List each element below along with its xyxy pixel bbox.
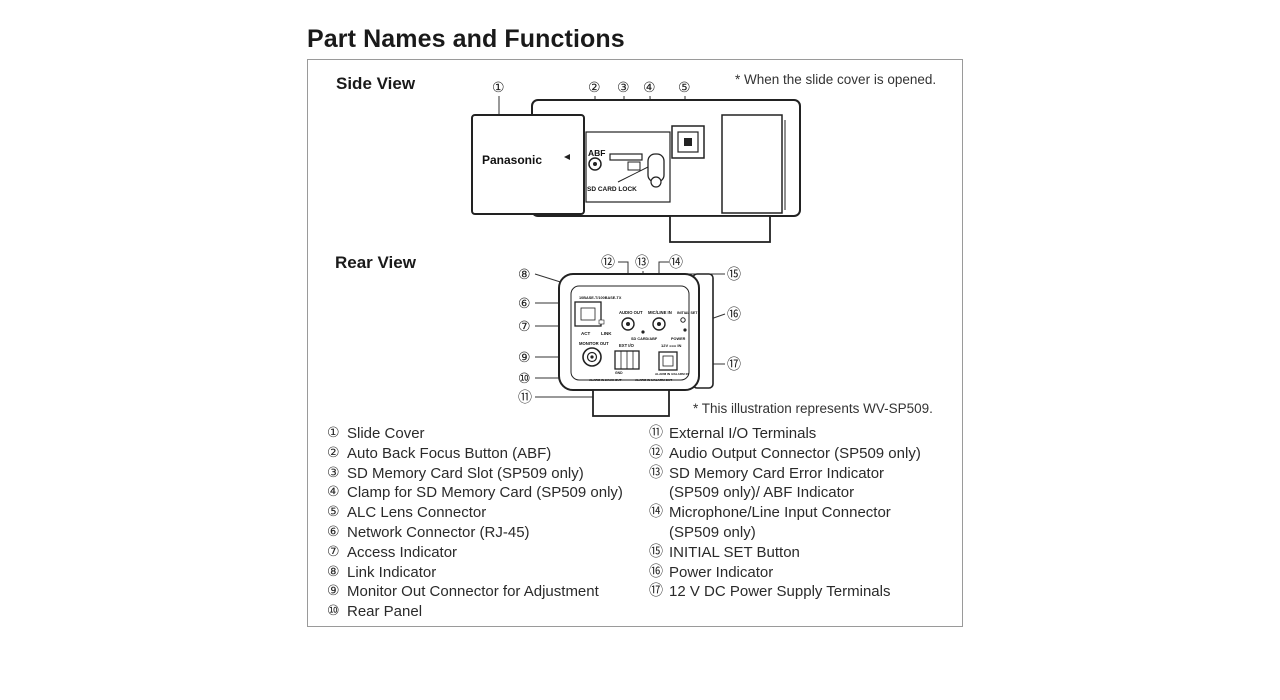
callout-14: ⑭ (669, 254, 683, 270)
legend-label: External I/O Terminals (669, 425, 817, 442)
diagram-frame (307, 59, 963, 627)
legend-item: ⑰ 12 V DC Power Supply Terminals (649, 582, 921, 602)
legend-item: ⑬ SD Memory Card Error Indicator (SP509 o… (649, 464, 921, 504)
legend-label: SD Memory Card Error Indicator (SP509 on… (669, 464, 885, 502)
side-view-illustration: ① ② ③ ④ ⑤ Panasonic ABF SD CARD LOCK (471, 79, 801, 243)
legend-num: ⑪ (649, 425, 663, 441)
callout-10: ⑩ (518, 370, 531, 386)
legend-label: ALC Lens Connector (347, 504, 487, 522)
legend-num: ⑤ (327, 504, 340, 521)
side-view-note: * When the slide cover is opened. (735, 72, 937, 87)
legend-label: Link Indicator (347, 563, 437, 581)
page-title: Part Names and Functions (307, 25, 625, 53)
legend-item: ⑭ Microphone/Line Input Connector (SP509 … (649, 503, 921, 543)
callout-17: ⑰ (727, 356, 741, 372)
legend-num: ③ (327, 464, 340, 481)
label-audio-out: AUDIO OUT (619, 310, 643, 315)
label-link: LINK (601, 331, 612, 336)
rear-view-note: * This illustration represents WV-SP509. (693, 401, 933, 416)
abf-label: ABF (588, 148, 605, 158)
legend-label: Slide Cover (347, 425, 425, 442)
rear-view-illustration: ⑧ ⑥ ⑦ ⑨ ⑩ ⑪ ⑫ ⑬ ⑭ ⑮ ⑯ ⑰ 10BASE-T/100BASE… (518, 254, 741, 417)
label-alarm-in1: ALARM IN 1/ALARM OUT (635, 378, 672, 382)
legend-label: Power Indicator (669, 563, 774, 581)
callout-12: ⑫ (601, 254, 615, 270)
legend-num: ⑫ (649, 444, 663, 461)
brand-logo: Panasonic (482, 153, 542, 167)
legend-item: ⑨ Monitor Out Connector for Adjustment (327, 582, 623, 602)
callout-9: ⑨ (518, 349, 531, 365)
label-mic-line-in: MIC/LINE IN (648, 310, 672, 315)
callout-16: ⑯ (727, 306, 741, 322)
label-monitor-out: MONITOR OUT (579, 341, 609, 346)
legend-num: ⑯ (649, 563, 663, 580)
legend-num: ⑭ (649, 504, 663, 521)
callout-6: ⑥ (518, 295, 531, 311)
legend-item: ③ SD Memory Card Slot (SP509 only) (327, 464, 623, 484)
label-network: 10BASE-T/100BASE-TX (579, 296, 622, 300)
label-alarm-in2: ALARM IN 2/AUX OUT (589, 378, 622, 382)
legend-left: ① Slide Cover ② Auto Back Focus Button (AB… (327, 424, 623, 622)
label-alarm-in3: ALARM IN 3/ALARM IN (655, 372, 689, 376)
legend-item: ⑧ Link Indicator (327, 563, 623, 583)
callout-15: ⑮ (727, 266, 741, 282)
legend-label: Network Connector (RJ-45) (347, 523, 530, 541)
legend-num: ⑬ (649, 464, 663, 481)
legend-num: ⑧ (327, 563, 340, 580)
legend-item: ④ Clamp for SD Memory Card (SP509 only) (327, 483, 623, 503)
legend-item: ① Slide Cover (327, 424, 623, 444)
callout-2: ② (588, 79, 601, 95)
legend-num: ⑥ (327, 523, 340, 540)
legend-num: ⑨ (327, 583, 340, 600)
sd-card-lock-label: SD CARD LOCK (587, 186, 637, 193)
label-gnd: GND (615, 371, 623, 375)
legend-label: INITIAL SET Button (669, 543, 800, 561)
legend-label: Auto Back Focus Button (ABF) (347, 444, 552, 462)
callout-4: ④ (643, 79, 656, 95)
legend-num: ④ (327, 484, 340, 501)
label-dc-12v: 12V === IN (661, 343, 681, 348)
legend-item: ⑥ Network Connector (RJ-45) (327, 523, 623, 543)
callout-1: ① (492, 79, 505, 95)
legend-num: ⑦ (327, 543, 340, 560)
callout-5: ⑤ (678, 79, 691, 95)
label-power: POWER (671, 337, 686, 341)
legend-item: ⑩ Rear Panel (327, 602, 623, 622)
legend-num: ① (327, 425, 340, 441)
legend-right: ⑪ External I/O Terminals ⑫ Audio Output Co… (649, 424, 921, 602)
legend-item: ⑯ Power Indicator (649, 563, 921, 583)
legend-num: ⑮ (649, 543, 663, 560)
label-ext-io: EXT I/O (619, 343, 635, 348)
legend-item: ⑦ Access Indicator (327, 543, 623, 563)
callout-11: ⑪ (518, 389, 532, 405)
legend-num: ⑩ (327, 603, 340, 620)
legend-item: ⑪ External I/O Terminals (649, 424, 921, 444)
label-sd-card-abf: SD CARD/ABF (631, 337, 658, 341)
callout-13: ⑬ (635, 254, 649, 270)
label-act: ACT (581, 331, 590, 336)
legend-label: Microphone/Line Input Connector (SP509 o… (669, 504, 891, 541)
legend-item: ⑮ INITIAL SET Button (649, 543, 921, 563)
callout-7: ⑦ (518, 318, 531, 334)
legend-label: SD Memory Card Slot (SP509 only) (347, 464, 584, 482)
legend-label: 12 V DC Power Supply Terminals (669, 583, 891, 601)
label-initial-set: INITIAL SET (677, 311, 698, 315)
legend-label: Rear Panel (347, 603, 423, 621)
legend-label: Access Indicator (347, 543, 458, 561)
callout-3: ③ (617, 79, 630, 95)
legend-item: ⑤ ALC Lens Connector (327, 503, 623, 523)
callout-8: ⑧ (518, 266, 531, 282)
legend-label: Clamp for SD Memory Card (SP509 only) (347, 484, 623, 502)
rear-view-heading: Rear View (335, 253, 416, 272)
legend-label: Monitor Out Connector for Adjustment (347, 583, 599, 601)
legend-num: ⑰ (649, 583, 663, 600)
side-view-heading: Side View (336, 74, 416, 93)
legend-item: ⑫ Audio Output Connector (SP509 only) (649, 444, 921, 464)
legend-item: ② Auto Back Focus Button (ABF) (327, 444, 623, 464)
legend-num: ② (327, 444, 340, 461)
legend-label: Audio Output Connector (SP509 only) (669, 444, 921, 462)
